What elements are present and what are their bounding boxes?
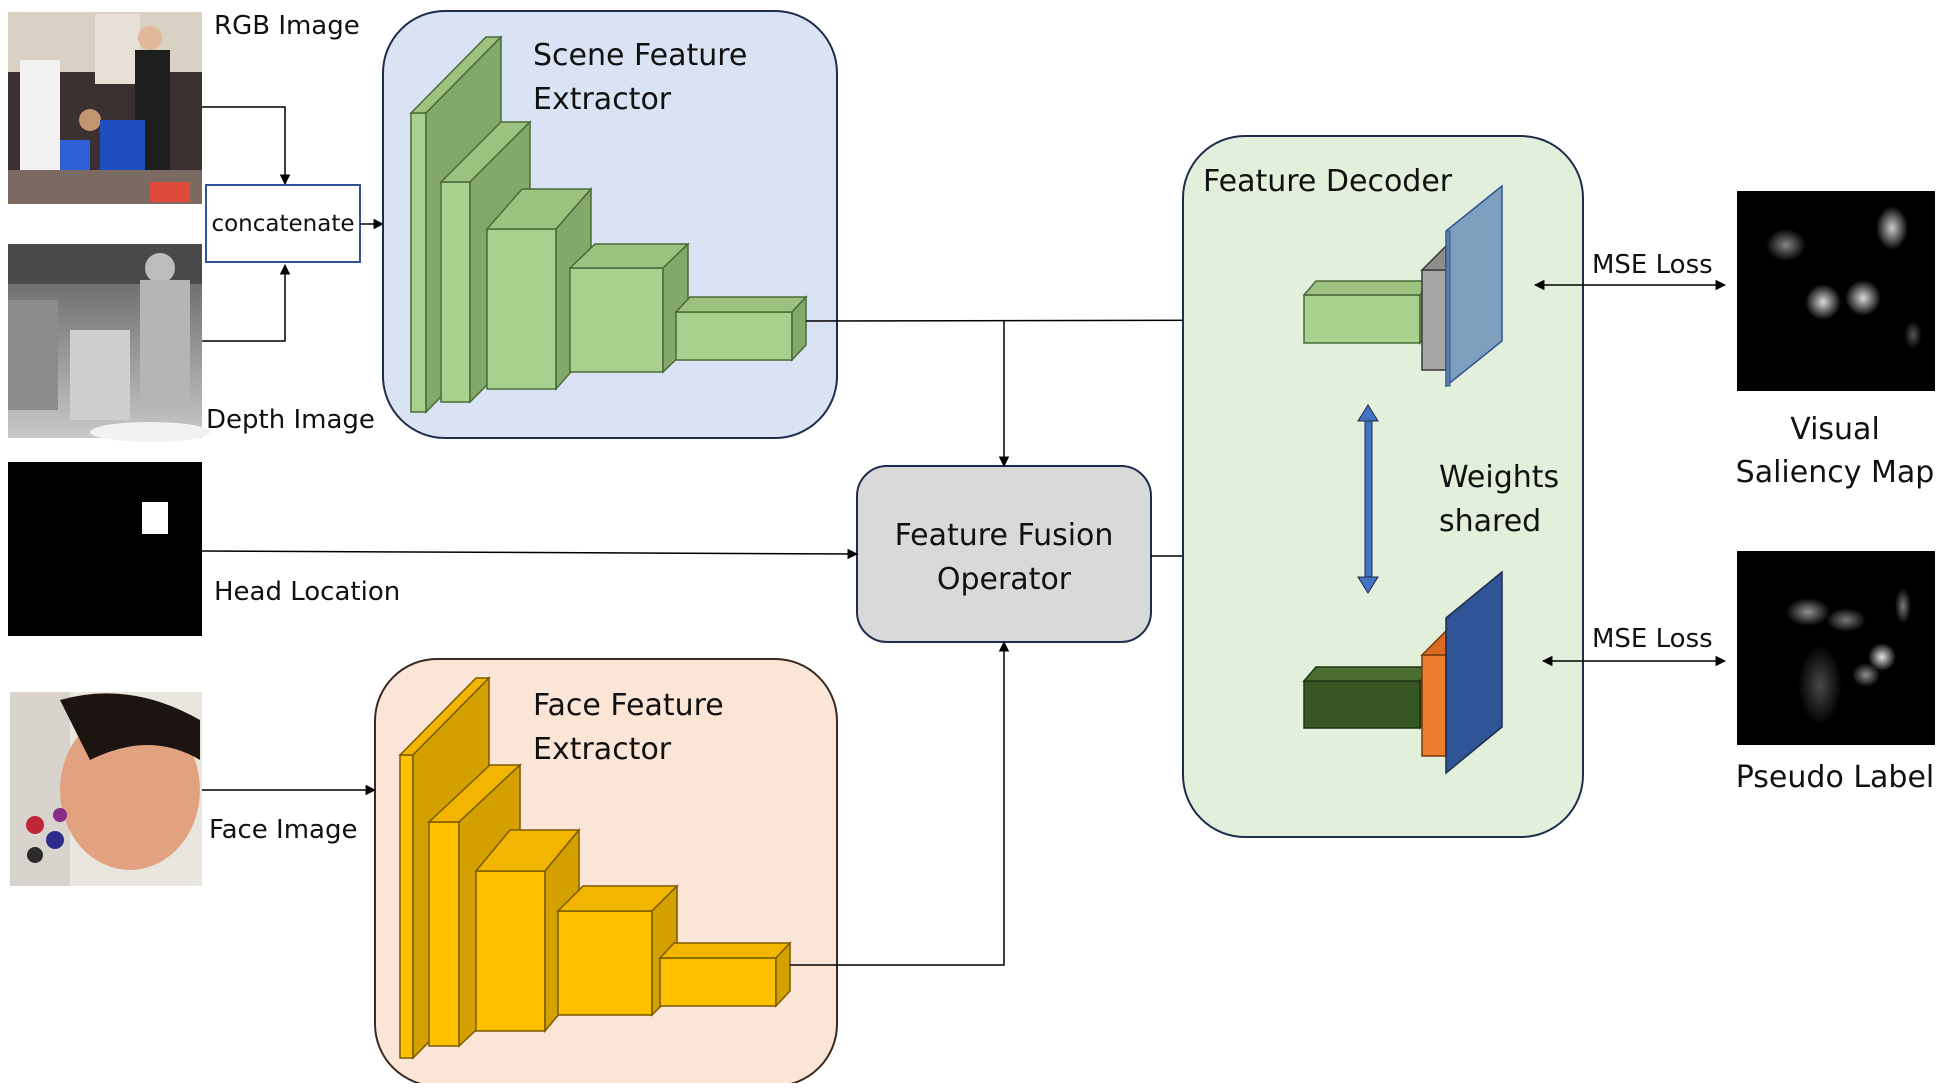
mse-loss-bottom-label: MSE Loss <box>1592 624 1713 654</box>
visual-saliency-map <box>1737 191 1935 391</box>
rgb-image-label: RGB Image <box>214 11 360 41</box>
concatenate-label: concatenate <box>211 211 354 237</box>
weights-shared-arrow <box>1357 404 1379 594</box>
decoder-bottom-branch <box>1302 570 1503 775</box>
visual-saliency-line1: Visual <box>1790 412 1880 447</box>
decoder-title: Feature Decoder <box>1203 164 1453 199</box>
mse-loss-top-label: MSE Loss <box>1592 250 1713 280</box>
scene-block-3 <box>486 228 557 390</box>
weights-shared-line2: shared <box>1439 504 1541 539</box>
visual-saliency-line2: Saliency Map <box>1736 455 1935 490</box>
face-image-label: Face Image <box>209 815 357 845</box>
depth-image <box>8 244 210 442</box>
face-extractor-title-line1: Face Feature <box>533 688 724 723</box>
depth-to-concat-arrow <box>202 263 291 342</box>
face-extractor-title-line2: Extractor <box>533 732 672 767</box>
face-block-3 <box>475 870 546 1032</box>
scene-block-5 <box>675 311 793 361</box>
scene-block-4 <box>569 267 664 373</box>
head-location-label: Head Location <box>214 577 400 607</box>
scene-extractor-title-line1: Scene Feature <box>533 38 747 73</box>
scene-cnn-blocks <box>409 35 808 414</box>
fusion-operator-line2: Operator <box>937 562 1072 597</box>
scene-extractor-title-line2: Extractor <box>533 82 672 117</box>
face-block-2 <box>428 821 460 1047</box>
rgb-image <box>8 12 202 204</box>
scene-block-2 <box>440 181 471 403</box>
depth-image-label: Depth Image <box>206 405 375 435</box>
rgb-to-concat-arrow <box>202 106 291 186</box>
pseudo-label-map <box>1737 551 1935 745</box>
scene-block-1 <box>410 112 427 413</box>
fusion-operator-line1: Feature Fusion <box>895 518 1114 553</box>
face-image <box>10 692 202 886</box>
fusion-operator-box <box>856 465 1152 643</box>
face-block-5 <box>659 957 777 1007</box>
head-location-map <box>8 462 202 636</box>
concatenate-box <box>205 184 361 263</box>
face-to-fusion-arrow <box>790 640 1010 966</box>
face-block-4 <box>557 910 653 1016</box>
face-cnn-blocks <box>398 676 792 1060</box>
face-block-1 <box>399 754 414 1059</box>
decoder-top-branch <box>1302 184 1503 388</box>
head-to-fusion-arrow <box>201 548 859 560</box>
pseudo-label-text: Pseudo Label <box>1736 760 1935 795</box>
weights-shared-line1: Weights <box>1439 460 1559 495</box>
